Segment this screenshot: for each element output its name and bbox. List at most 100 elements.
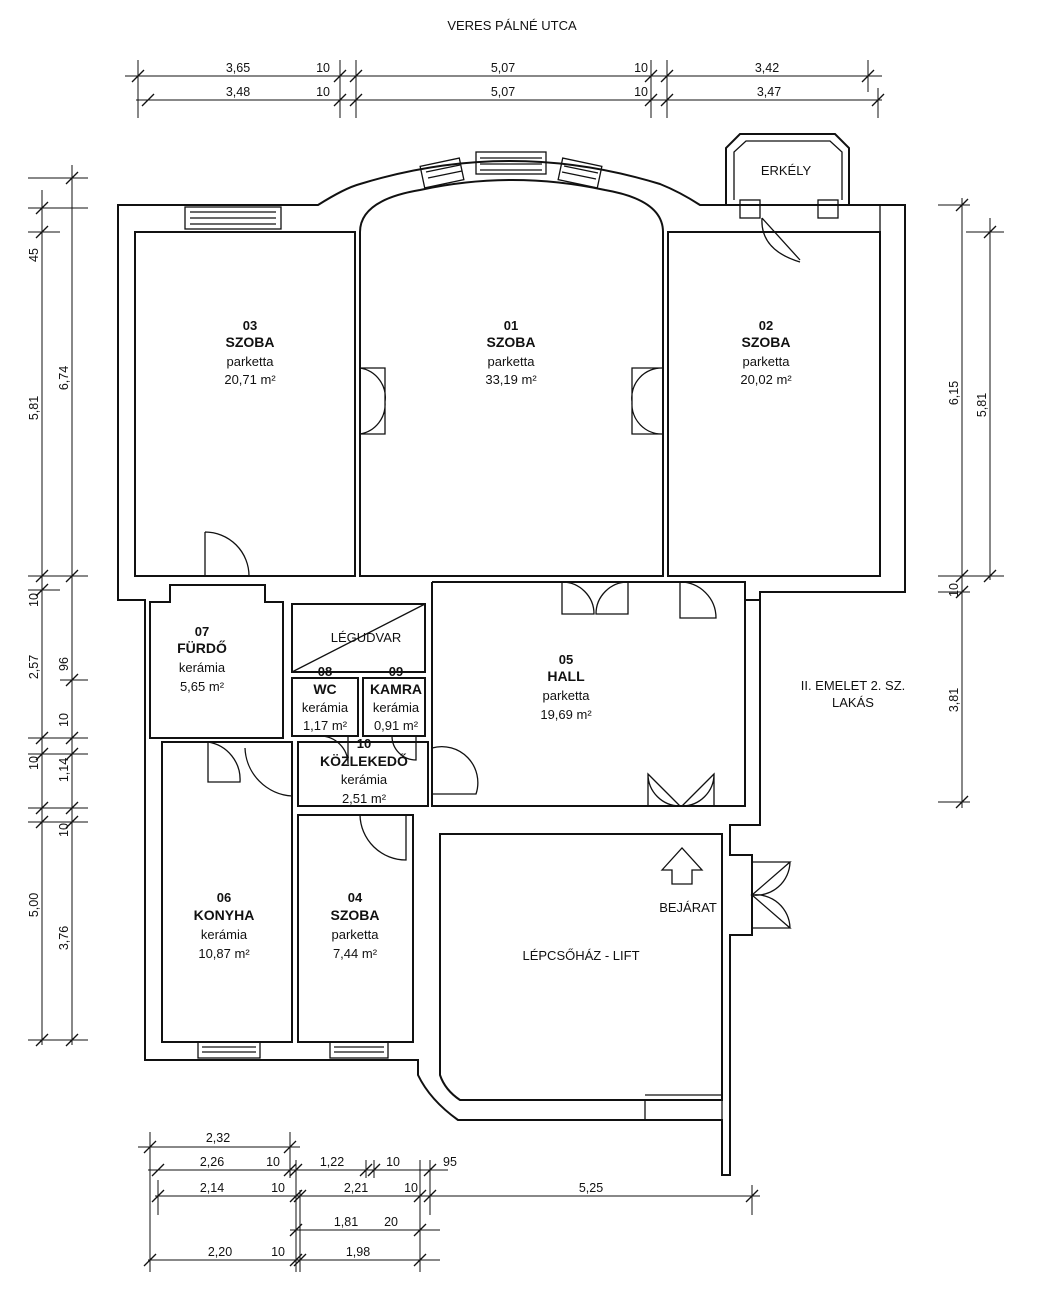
room-07-area: 5,65 m²	[180, 679, 225, 694]
dim-top2-e: 3,47	[757, 85, 781, 99]
room-03-number: 03	[243, 318, 257, 333]
room-06-floor: kerámia	[201, 927, 248, 942]
dim-left-e: 10	[27, 756, 41, 770]
dim-b3-e: 5,25	[579, 1181, 603, 1195]
dim-top2-b: 10	[316, 85, 330, 99]
dim-left-f: 1,14	[57, 758, 71, 782]
room-01-area: 33,19 m²	[485, 372, 537, 387]
room-05-area: 19,69 m²	[540, 707, 592, 722]
room-03-name: SZOBA	[226, 334, 275, 350]
dim-b5-b: 10	[271, 1245, 285, 1259]
door-wc	[319, 735, 349, 765]
room-04: 04 SZOBA parketta 7,44 m²	[331, 890, 380, 961]
room-08-area: 1,17 m²	[303, 718, 348, 733]
dim-b2-a: 2,26	[200, 1155, 224, 1169]
dim-left-c: 10	[27, 593, 41, 607]
room-08-floor: kerámia	[302, 700, 349, 715]
room-05-floor: parketta	[543, 688, 591, 703]
room-09-floor: kerámia	[373, 700, 420, 715]
dim-left2-c: 10	[57, 713, 71, 727]
dim-b4-a: 1,81	[334, 1215, 358, 1229]
apartment-line1: II. EMELET 2. SZ.	[801, 678, 906, 693]
apartment-label: II. EMELET 2. SZ. LAKÁS	[801, 678, 906, 710]
room-03-floor: parketta	[227, 354, 275, 369]
room-04-area: 7,44 m²	[333, 946, 378, 961]
door-r03-bath	[204, 531, 250, 577]
dim-top-d: 10	[634, 61, 648, 75]
door-hall-r01	[561, 581, 629, 615]
room-10: 10 KÖZLEKEDŐ kerámia 2,51 m²	[320, 736, 408, 806]
dim-b1-a: 2,32	[206, 1131, 230, 1145]
entrance-label: BEJÁRAT	[659, 900, 717, 915]
room-05-number: 05	[559, 652, 573, 667]
window-r03	[184, 206, 282, 230]
air-shaft-label: LÉGUDVAR	[331, 630, 402, 645]
room-02-name: SZOBA	[742, 334, 791, 350]
doors	[204, 217, 801, 929]
room-03-area: 20,71 m²	[224, 372, 276, 387]
room-09-area: 0,91 m²	[374, 718, 419, 733]
window-r01-mid	[475, 151, 547, 175]
door-kamra	[391, 735, 417, 761]
room-01-floor: parketta	[488, 354, 536, 369]
dim-top2-d: 10	[634, 85, 648, 99]
dim-left-g: 10	[57, 823, 71, 837]
entrance-arrow-icon	[660, 847, 704, 885]
room-04-floor: parketta	[332, 927, 380, 942]
room-06-name: KONYHA	[194, 907, 255, 923]
dimension-bottom: 2,32 2,26 10 1,22 10 95 2,14 10 2,21 10 …	[138, 1131, 760, 1272]
room-05-name: HALL	[547, 668, 585, 684]
dim-right-a: 6,15	[947, 381, 961, 405]
dim-left2-a: 6,74	[57, 366, 71, 390]
door-corridor-hall	[431, 745, 479, 795]
window-r06	[197, 1041, 261, 1059]
dim-b2-c: 1,22	[320, 1155, 344, 1169]
window-r01-left	[419, 157, 465, 189]
room-09-name: KAMRA	[370, 681, 422, 697]
dim-b3-b: 10	[271, 1181, 285, 1195]
dim-right2-a: 5,81	[975, 393, 989, 417]
dim-b5-a: 2,20	[208, 1245, 232, 1259]
dim-b2-d: 10	[386, 1155, 400, 1169]
room-08-number: 08	[318, 664, 332, 679]
room-02-number: 02	[759, 318, 773, 333]
balcony: ERKÉLY	[725, 133, 850, 219]
window-r04	[329, 1041, 389, 1059]
room-06-number: 06	[217, 890, 231, 905]
dim-top-a: 3,65	[226, 61, 250, 75]
room-01: 01 SZOBA parketta 33,19 m²	[485, 318, 537, 387]
dim-b2-b: 10	[266, 1155, 280, 1169]
room-06: 06 KONYHA kerámia 10,87 m²	[194, 890, 255, 961]
balcony-label: ERKÉLY	[761, 163, 812, 178]
dimension-left: 45 5,81 10 2,57 10 1,14 10 5,00 6,74 96 …	[27, 165, 88, 1047]
door-r01-r02	[631, 367, 664, 435]
room-08-name: WC	[313, 681, 336, 697]
dim-right-c: 3,81	[947, 688, 961, 712]
room-10-number: 10	[357, 736, 371, 751]
dim-left-h: 5,00	[27, 893, 41, 917]
dimension-top: 3,65 10 5,07 10 3,42 3,48 10 5,07 10 3,4…	[125, 60, 885, 118]
door-r03-r01	[359, 367, 386, 435]
apartment-line2: LAKÁS	[832, 695, 874, 710]
dim-top2-c: 5,07	[491, 85, 515, 99]
room-01-name: SZOBA	[487, 334, 536, 350]
dim-left2-b: 96	[57, 657, 71, 671]
room-08: 08 WC kerámia 1,17 m²	[302, 664, 349, 733]
dim-b2-e: 95	[443, 1155, 457, 1169]
window-r01-right	[557, 157, 603, 189]
room-07: 07 FÜRDŐ kerámia 5,65 m²	[177, 624, 227, 694]
room-09-number: 09	[389, 664, 403, 679]
windows	[184, 151, 603, 1059]
dim-left-a: 45	[27, 248, 41, 262]
dim-b3-d: 10	[404, 1181, 418, 1195]
room-09: 09 KAMRA kerámia 0,91 m²	[370, 664, 422, 733]
dim-top-e: 3,42	[755, 61, 779, 75]
dim-left-d: 2,57	[27, 655, 41, 679]
dim-right-b: 10	[947, 583, 961, 597]
room-05: 05 HALL parketta 19,69 m²	[540, 652, 592, 722]
dim-top-c: 5,07	[491, 61, 515, 75]
room-02-floor: parketta	[743, 354, 791, 369]
stairwell-label: LÉPCSŐHÁZ - LIFT	[522, 948, 639, 963]
dim-b3-c: 2,21	[344, 1181, 368, 1195]
